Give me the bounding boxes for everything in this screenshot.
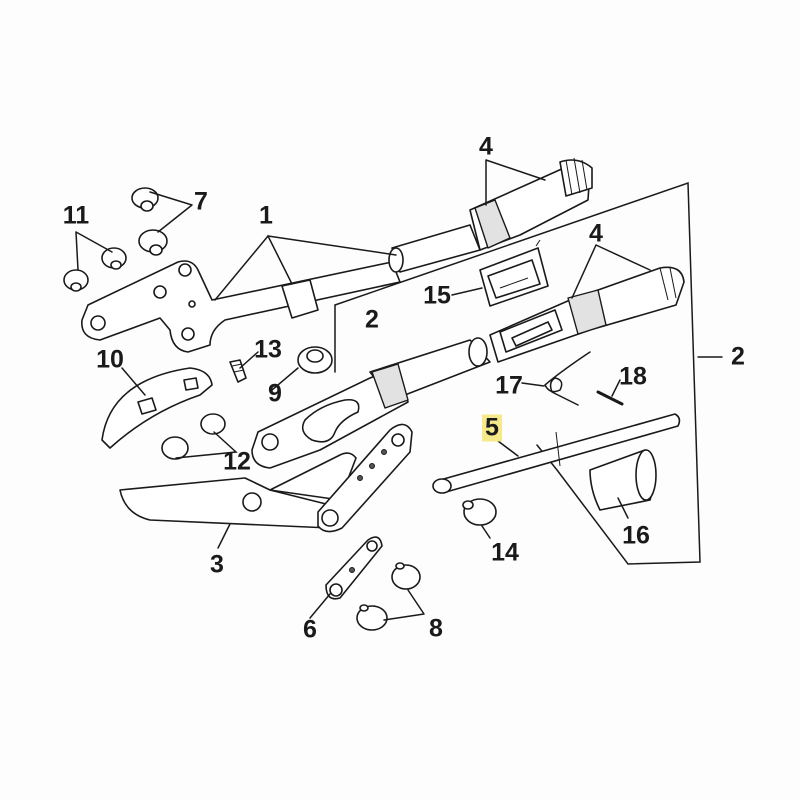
- part-8-bolts: [356, 562, 421, 631]
- callout-8: 8: [429, 614, 443, 643]
- part-4-upper-grip: [469, 157, 593, 251]
- part-2-lower-arm: [251, 337, 491, 469]
- callout-7: 7: [194, 187, 208, 216]
- part-6-link: [325, 536, 383, 600]
- callout-1: 1: [259, 201, 273, 230]
- assembly-frame: [334, 181, 701, 565]
- leader-lines: [75, 159, 651, 621]
- callout-2-inner: 2: [365, 305, 379, 334]
- part-14-bolt: [462, 498, 497, 526]
- callout-4-upper: 4: [479, 132, 493, 161]
- part-7-nuts: [131, 187, 168, 256]
- callout-5-highlighted: 5: [482, 414, 502, 442]
- callout-13: 13: [254, 335, 282, 364]
- callout-17: 17: [495, 371, 523, 400]
- part-18-pin: [596, 390, 624, 406]
- callout-10: 10: [96, 345, 124, 374]
- part-12-link-plate: [317, 423, 413, 533]
- callout-6: 6: [303, 615, 317, 644]
- part-4-lower-grip: [489, 266, 685, 363]
- part-3-blade: [119, 452, 357, 529]
- part-9-bolt: [297, 346, 333, 374]
- callout-14: 14: [491, 538, 519, 567]
- callout-3: 3: [210, 550, 224, 579]
- part-1-upper-arm: [81, 224, 481, 353]
- callout-15: 15: [423, 281, 451, 310]
- part-5-rod: [432, 413, 681, 494]
- part-11-nuts: [63, 247, 127, 292]
- callout-4-lower: 4: [589, 219, 603, 248]
- callout-9: 9: [268, 379, 282, 408]
- part-17-spring: [544, 351, 591, 406]
- part-16-sleeve: [589, 449, 657, 511]
- callout-16: 16: [622, 521, 650, 550]
- callout-2-outer: 2: [731, 342, 745, 371]
- part-12-bolts: [161, 413, 226, 460]
- callout-12: 12: [223, 447, 251, 476]
- part-15-clip: [479, 239, 549, 307]
- callout-11: 11: [62, 201, 90, 230]
- part-13-screw: [229, 359, 247, 383]
- part-10-guard: [101, 367, 213, 449]
- callout-18: 18: [619, 362, 647, 391]
